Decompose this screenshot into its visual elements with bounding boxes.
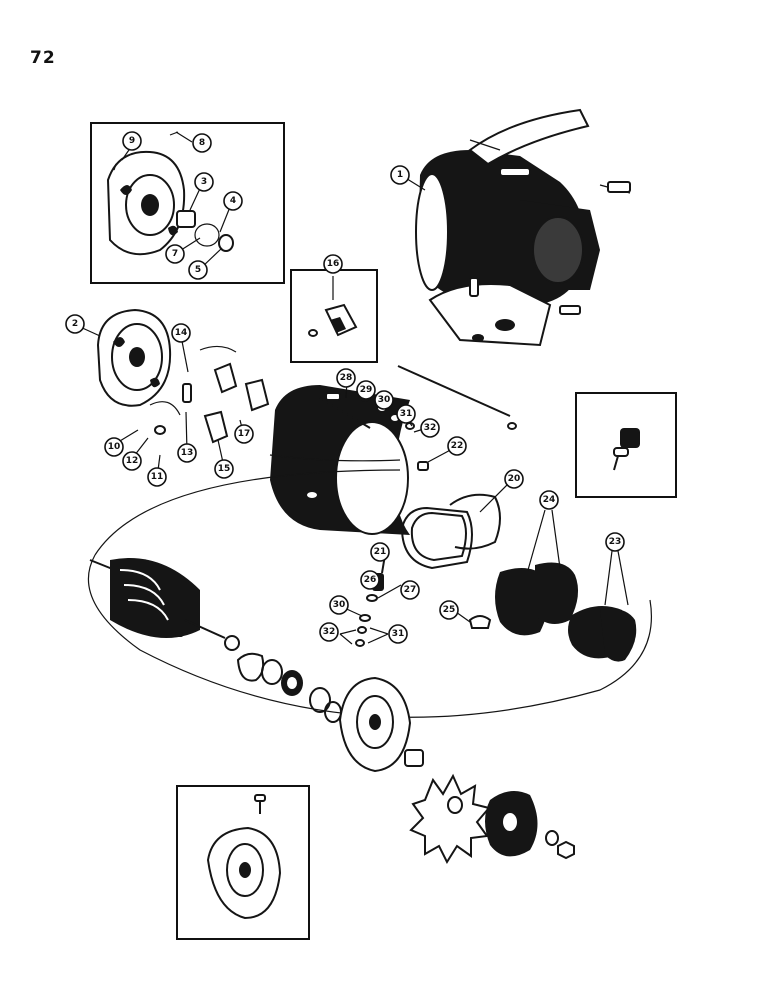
callout-label: 4: [230, 196, 236, 206]
pole-shoes: [495, 562, 637, 662]
end-plate: [96, 308, 172, 407]
callout-label: 32: [424, 423, 437, 433]
callout-27: 27: [400, 580, 420, 600]
callout-label: 11: [151, 472, 164, 482]
field-coils: [400, 493, 501, 570]
armature: [87, 469, 652, 718]
inset-drive-end-frame: [176, 785, 310, 940]
callout-label: 20: [508, 474, 521, 484]
inset4-drive-end-frame: [206, 794, 282, 920]
callout-29: 29: [356, 380, 376, 400]
callout-label: 17: [238, 429, 251, 439]
through-bolt: [397, 365, 517, 430]
callout-label: 10: [108, 442, 121, 452]
callout-4: 4: [223, 191, 243, 211]
callout-label: 15: [218, 464, 231, 474]
callout-label: 29: [360, 385, 373, 395]
callout-label: 12: [126, 456, 139, 466]
inset3-terminal-screw: [613, 428, 640, 471]
callout-22: 22: [447, 436, 467, 456]
callout-23: 23: [605, 532, 625, 552]
callout-label: 8: [199, 138, 205, 148]
callout-label: 7: [172, 249, 178, 259]
callout-9: 9: [122, 131, 142, 151]
callout-30: 30: [374, 390, 394, 410]
callout-5: 5: [188, 260, 208, 280]
callout-31: 31: [396, 404, 416, 424]
callout-label: 21: [374, 547, 387, 557]
callout-17: 17: [234, 424, 254, 444]
field-housing: [269, 385, 410, 535]
inset-brush-contents: [308, 303, 358, 337]
callout-label: 2: [72, 319, 78, 329]
callout-label: 25: [443, 605, 456, 615]
callout-7: 7: [165, 244, 185, 264]
callout-10: 10: [104, 437, 124, 457]
callout-30-lower: 30: [329, 595, 349, 615]
callout-26: 26: [360, 570, 380, 590]
callout-label: 26: [364, 575, 377, 585]
drive-end-parts: [224, 635, 575, 865]
callout-label: 13: [181, 448, 194, 458]
callout-label: 23: [609, 537, 622, 547]
callout-16: 16: [323, 254, 343, 274]
generator-assembly: [415, 108, 631, 347]
callout-label: 30: [333, 600, 346, 610]
callout-12: 12: [122, 451, 142, 471]
callout-label: 22: [451, 441, 464, 451]
inset-commutator-end-frame: [90, 122, 285, 284]
callout-13: 13: [177, 443, 197, 463]
callout-label: 32: [323, 627, 336, 637]
callout-24: 24: [539, 490, 559, 510]
callout-label: 1: [397, 170, 403, 180]
callout-label: 5: [195, 265, 201, 275]
callout-3: 3: [194, 172, 214, 192]
callout-1: 1: [390, 165, 410, 185]
callout-label: 24: [543, 495, 556, 505]
callout-11: 11: [147, 467, 167, 487]
callout-32: 32: [420, 418, 440, 438]
callout-label: 14: [175, 328, 188, 338]
callout-28: 28: [336, 368, 356, 388]
page-number: 72: [30, 48, 56, 68]
callout-label: 9: [129, 136, 135, 146]
callout-32-lower: 32: [319, 622, 339, 642]
callout-label: 31: [392, 629, 405, 639]
inset-terminal-screw: [575, 392, 677, 498]
callout-15: 15: [214, 459, 234, 479]
callout-label: 31: [400, 409, 413, 419]
callout-label: 28: [340, 373, 353, 383]
brush-holder-parts: [149, 345, 270, 444]
callout-2: 2: [65, 314, 85, 334]
callout-8: 8: [192, 133, 212, 153]
callout-label: 3: [201, 177, 207, 187]
callout-31-lower: 31: [388, 624, 408, 644]
terminal-parts: [355, 554, 492, 647]
callout-label: 16: [327, 259, 340, 269]
callout-label: 30: [378, 395, 391, 405]
callout-20: 20: [504, 469, 524, 489]
callout-21: 21: [370, 542, 390, 562]
callout-25: 25: [439, 600, 459, 620]
inset1-end-frame: [106, 150, 186, 256]
callout-label: 27: [404, 585, 417, 595]
callout-14: 14: [171, 323, 191, 343]
